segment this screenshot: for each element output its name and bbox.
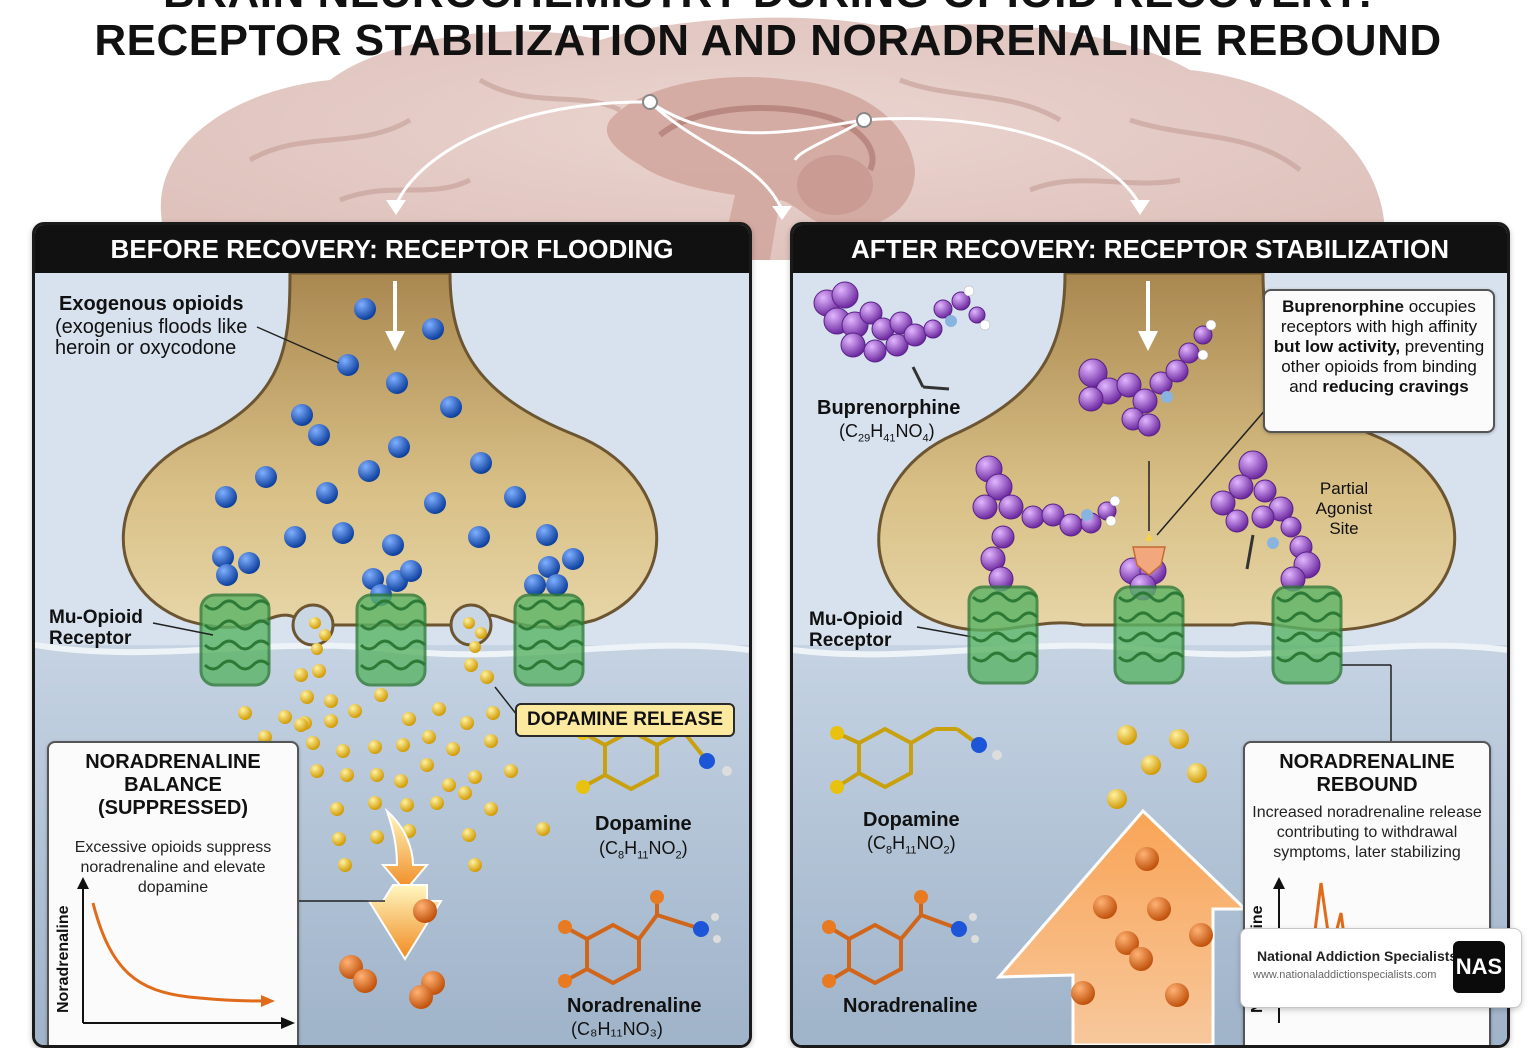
exogenous-opioids-label: Exogenous opioids <box>59 293 244 315</box>
noradrenaline-balance-box: NORADRENALINE BALANCE (SUPPRESSED) Exces… <box>47 741 299 1045</box>
mu-opioid-receptors <box>967 585 1343 685</box>
balance-chart-ylabel: Noradrenaline <box>55 905 72 1013</box>
before-recovery-panel: BEFORE RECOVERY: RECEPTOR FLOODING Exoge… <box>32 222 752 1048</box>
dopamine-structure <box>835 726 981 790</box>
page-title-line-1: BRAIN NEUROCHEMISTRY DURING OPIOID RECOV… <box>0 0 1536 18</box>
noradrenaline-molecules <box>339 899 445 1009</box>
organization-name: National Addiction Specialists <box>1257 948 1458 964</box>
noradrenaline-formula: (C₈H₁₁NO₃) <box>571 1019 663 1039</box>
mu-opioid-receptors <box>199 593 585 687</box>
noradrenaline-name-label: Noradrenaline <box>843 995 978 1017</box>
dopamine-formula: (C8H11NO2) <box>599 838 688 862</box>
after-recovery-panel: AFTER RECOVERY: RECEPTOR STABILIZATION B… <box>790 222 1510 1048</box>
after-scene <box>793 271 1507 1045</box>
exogenous-opioids-description: (exogenius floods like heroin or oxycodo… <box>55 316 248 359</box>
dopamine-release-callout: DOPAMINE RELEASE <box>515 703 736 737</box>
rebound-box-title: NORADRENALINE REBOUND <box>1279 751 1455 796</box>
page-title-line-2: RECEPTOR STABILIZATION AND NORADRENALINE… <box>94 16 1442 65</box>
organization-url[interactable]: www.nationaladdictionspecialists.com <box>1253 969 1437 981</box>
mu-opioid-receptor-label: Mu-Opioid Receptor <box>49 607 143 649</box>
buprenorphine-formula: (C29H41NO4) <box>839 421 935 445</box>
dopamine-name-label: Dopamine <box>595 813 692 835</box>
mu-opioid-receptor-label: Mu-Opioid Receptor <box>809 609 903 651</box>
buprenorphine-info-box: Buprenorphine occupies receptors with hi… <box>1263 289 1495 433</box>
dopamine-molecules <box>1107 725 1207 809</box>
organization-badge[interactable]: National Addiction Specialists www.natio… <box>1240 928 1522 1008</box>
buprenorphine-molecules <box>813 281 1321 601</box>
balance-mini-chart <box>77 877 295 1029</box>
nas-logo: NAS <box>1453 941 1505 993</box>
balance-box-title: NORADRENALINE BALANCE (SUPPRESSED) <box>85 751 261 819</box>
opioid-molecules <box>212 298 584 606</box>
noradrenaline-molecules <box>1071 847 1213 1007</box>
before-panel-header: BEFORE RECOVERY: RECEPTOR FLOODING <box>35 225 749 273</box>
brain-background-illustration <box>160 17 1385 260</box>
dopamine-formula: (C8H11NO2) <box>867 833 956 857</box>
balance-box-text: Excessive opioids suppress noradrenaline… <box>74 839 272 896</box>
dopamine-molecules <box>238 617 550 872</box>
after-panel-header: AFTER RECOVERY: RECEPTOR STABILIZATION <box>793 225 1507 273</box>
dopamine-name-label: Dopamine <box>863 809 960 831</box>
noradrenaline-name-label: Noradrenaline <box>567 995 702 1017</box>
buprenorphine-name-label: Buprenorphine <box>817 397 961 419</box>
rebound-box-text: Increased noradrenaline release contribu… <box>1252 804 1482 861</box>
partial-agonist-site-label: Partial Agonist Site <box>1315 479 1373 538</box>
buprenorphine-info-text: Buprenorphine occupies receptors with hi… <box>1273 297 1485 396</box>
